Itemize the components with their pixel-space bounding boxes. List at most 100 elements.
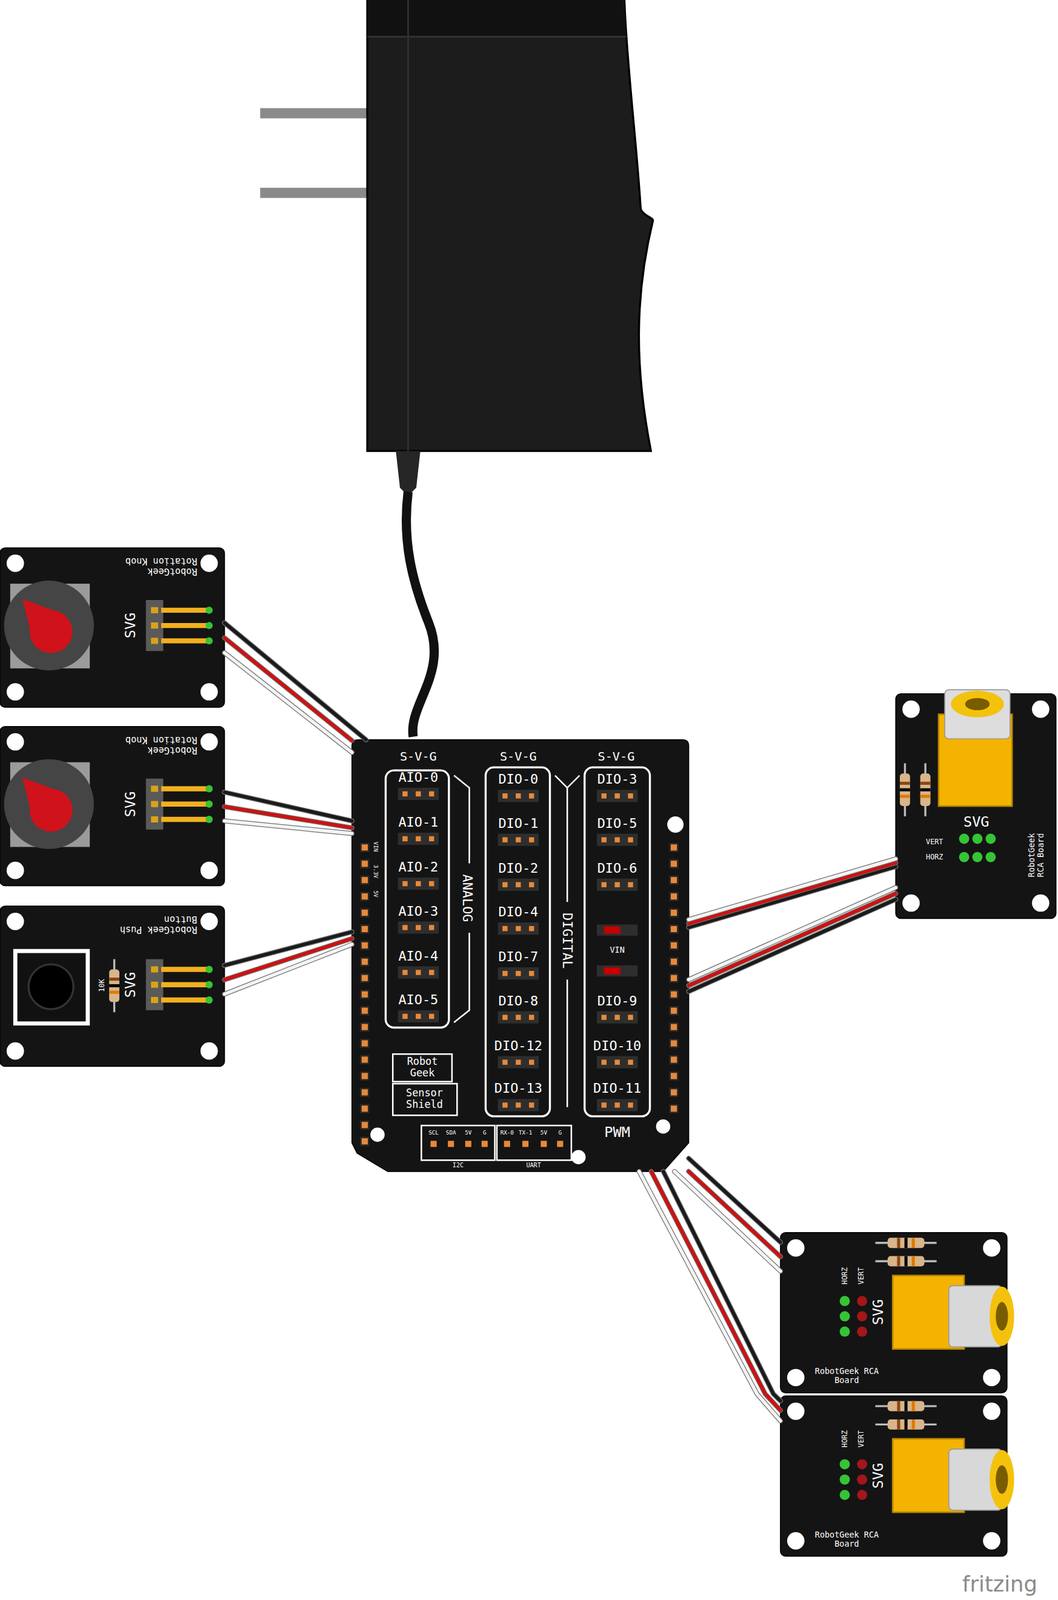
servo-header-pin: [502, 882, 508, 888]
servo-header-pin: [415, 1013, 421, 1019]
board-label: AIO-2: [398, 859, 439, 875]
board-label: HORZ: [841, 1266, 849, 1284]
servo-header-pin: [502, 925, 508, 931]
edge-header: [359, 973, 370, 983]
power-adapter: [367, 0, 653, 451]
mounting-hole: [200, 912, 219, 931]
servo-header-pin: [529, 793, 534, 799]
edge-header: [359, 891, 370, 902]
servo-header-pin: [515, 882, 521, 888]
mounting-hole: [656, 1119, 671, 1134]
wire: [663, 1171, 781, 1401]
edge-header: [669, 891, 679, 902]
wire-end: [205, 996, 213, 1004]
power-jumper: [596, 924, 638, 936]
edge-header: [669, 1071, 679, 1081]
wire-outline: [688, 866, 896, 928]
pin-header: [146, 778, 164, 830]
button-body: [17, 953, 87, 1022]
resistor-band: [904, 1419, 908, 1430]
header-pin: [150, 801, 159, 808]
servo-header-pin: [415, 969, 421, 975]
wire-outline: [224, 944, 352, 994]
servo-header-pin: [529, 1014, 534, 1020]
header-pin: [150, 981, 159, 988]
edge-header-pin: [361, 991, 368, 998]
wire: [224, 821, 352, 834]
wire-outline: [688, 893, 896, 986]
header-pin: [985, 833, 996, 845]
header-pin: [839, 1326, 851, 1337]
servo-header: [596, 833, 638, 846]
edge-header-pin: [670, 909, 677, 916]
edge-header: [669, 1005, 679, 1015]
edge-header: [359, 1104, 370, 1114]
resistor-band: [911, 1400, 915, 1412]
wire-outline: [224, 938, 352, 980]
board-label: SVG: [123, 971, 139, 998]
servo-header-pin: [515, 1014, 521, 1020]
servo-header-pin: [429, 1013, 434, 1019]
header-pin: [856, 1474, 868, 1485]
board-label: DIO-5: [597, 816, 638, 831]
edge-header: [669, 973, 679, 983]
mounting-hole: [200, 1042, 219, 1060]
board-label: DIO-1: [498, 816, 539, 831]
servo-header: [498, 1011, 539, 1024]
resistor-band: [896, 1400, 900, 1412]
servo-header-pin: [614, 836, 620, 842]
port-group-outline: [584, 767, 651, 1117]
edge-header: [669, 859, 679, 869]
edge-header: [669, 1054, 679, 1065]
header-pin: [150, 785, 159, 792]
group-bracket: [555, 775, 580, 1108]
board-label: 3.3V: [372, 864, 379, 879]
resistor-symbol: [887, 1419, 925, 1430]
header-pin: [161, 801, 210, 807]
edge-header: [359, 989, 370, 999]
wire-end: [205, 636, 213, 645]
board-label: DIGITAL: [559, 912, 575, 969]
resistor-band: [899, 781, 911, 785]
header-pin: [985, 851, 996, 863]
rotation-knob-module: RobotGeek Rotation KnobSVG: [0, 726, 225, 886]
board-label: VERT: [857, 1266, 866, 1284]
power-cable: [406, 492, 435, 737]
edge-header-pin: [670, 1024, 677, 1031]
servo-header-pin: [429, 969, 434, 975]
board-label: TX-1: [518, 1129, 533, 1136]
wire: [651, 1171, 781, 1411]
port-group-outline: [485, 767, 550, 1117]
rca-board: VERTHORZSVGRobotGeek RCA Board: [895, 693, 1056, 919]
servo-header-pin: [402, 969, 408, 975]
plug-prong: [259, 187, 371, 199]
knob-dial: [4, 759, 94, 849]
header-pin: [161, 982, 210, 988]
board-label: DIO-3: [597, 771, 638, 787]
wire-end: [205, 606, 213, 614]
mounting-hole: [902, 700, 920, 719]
board-label: DIO-6: [597, 861, 638, 876]
wire: [688, 887, 896, 980]
header-pin: [959, 833, 970, 845]
header-pin: [150, 607, 159, 614]
mounting-hole: [6, 1042, 25, 1060]
servo-header-pin: [402, 924, 408, 930]
mounting-hole: [787, 1531, 805, 1550]
resistor-band: [920, 781, 931, 785]
servo-header: [498, 922, 539, 935]
servo-cable: [688, 858, 896, 928]
edge-header: [359, 907, 370, 917]
servo-cable: [688, 887, 896, 991]
edge-header: [359, 924, 370, 934]
edge-header: [669, 1022, 679, 1032]
board-label: DIO-8: [498, 993, 539, 1009]
board-label: RX-0: [500, 1129, 514, 1136]
board-label: Robot Geek: [394, 1056, 451, 1079]
knob-pointer: [29, 610, 73, 654]
board-label: RobotGeek Push Button: [109, 914, 197, 935]
